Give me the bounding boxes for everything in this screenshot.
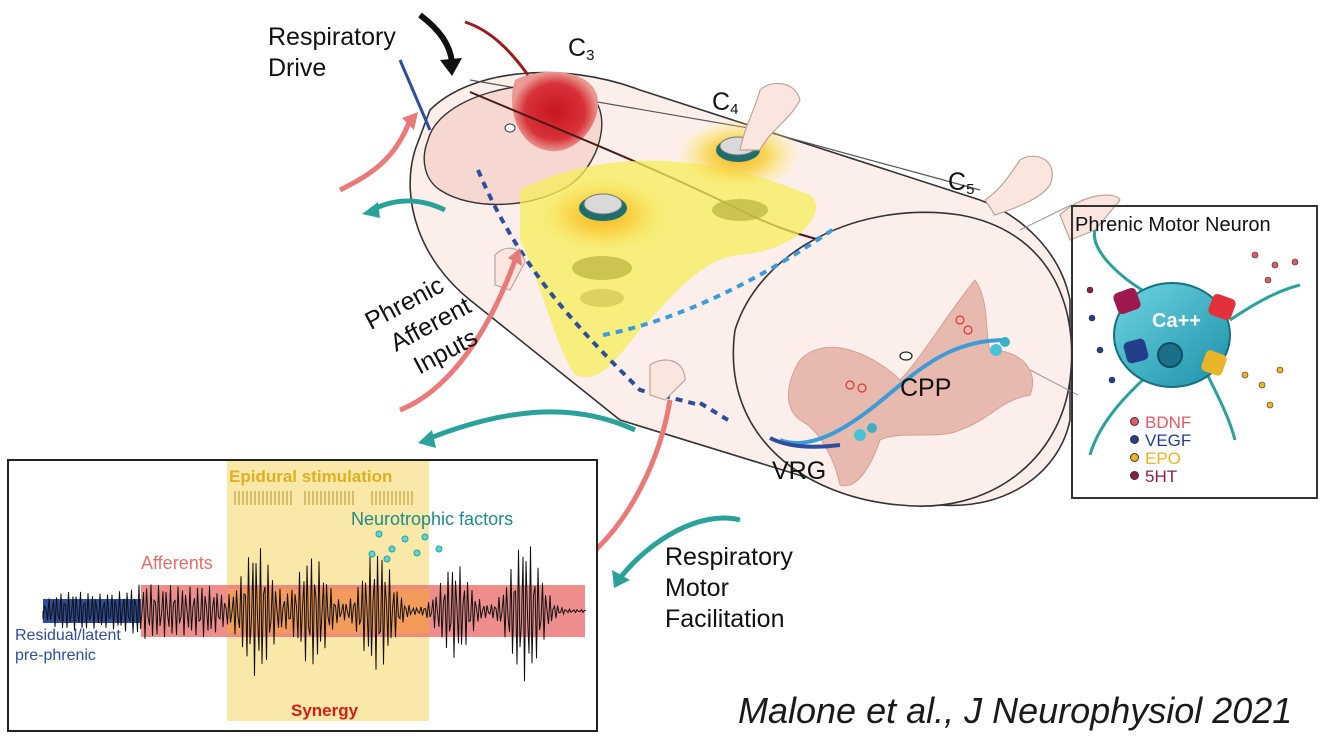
phrenic-motor-neuron-drawing: [1088, 229, 1301, 456]
emg-panel: Epidural stimulation Neurotrophic factor…: [7, 459, 598, 732]
phrenic-motor-neuron-inset: [1071, 205, 1318, 499]
cpp-label: CPP: [900, 374, 952, 402]
legend-bdnf: BDNF: [1130, 413, 1191, 433]
inset-title: Phrenic Motor Neuron: [1075, 214, 1271, 236]
epidural-label: Epidural stimulation: [229, 467, 393, 486]
vrg-label: VRG: [772, 457, 827, 485]
segment-c3-label: C3: [568, 34, 595, 64]
legend-5ht: 5HT: [1130, 467, 1177, 487]
segment-c4-label: C4: [712, 88, 739, 118]
legend-dot: [1130, 417, 1139, 426]
legend-epo: EPO: [1130, 449, 1181, 469]
factor-dots: [1086, 251, 1299, 409]
emg-trace: [42, 461, 587, 721]
respiratory-drive-label: Respiratory Drive: [268, 23, 396, 82]
neurotrophic-label: Neurotrophic factors: [351, 509, 514, 529]
calcium-label: Ca++: [1152, 310, 1201, 332]
emg-signal: [42, 546, 587, 682]
residual-label: Residual/latent pre-phrenic: [15, 627, 121, 664]
legend-dot: [1130, 471, 1139, 480]
legend-dot: [1130, 453, 1139, 462]
legend-vegf: VEGF: [1130, 431, 1191, 451]
dashed-tracts: [476, 169, 837, 422]
citation: Malone et al., J Neurophysiol 2021: [738, 690, 1293, 731]
synergy-label: Synergy: [291, 701, 359, 720]
afferents-label: Afferents: [141, 553, 213, 573]
respiratory-motor-label: Respiratory Motor Facilitation: [665, 543, 793, 633]
arrows: [338, 12, 1079, 588]
legend-dot: [1130, 435, 1139, 444]
neurotrophic-dots: [368, 530, 443, 563]
respiratory-pathway: [769, 315, 1010, 449]
segment-c5-label: C5: [948, 168, 975, 198]
stimulation-ticks: [234, 491, 413, 505]
